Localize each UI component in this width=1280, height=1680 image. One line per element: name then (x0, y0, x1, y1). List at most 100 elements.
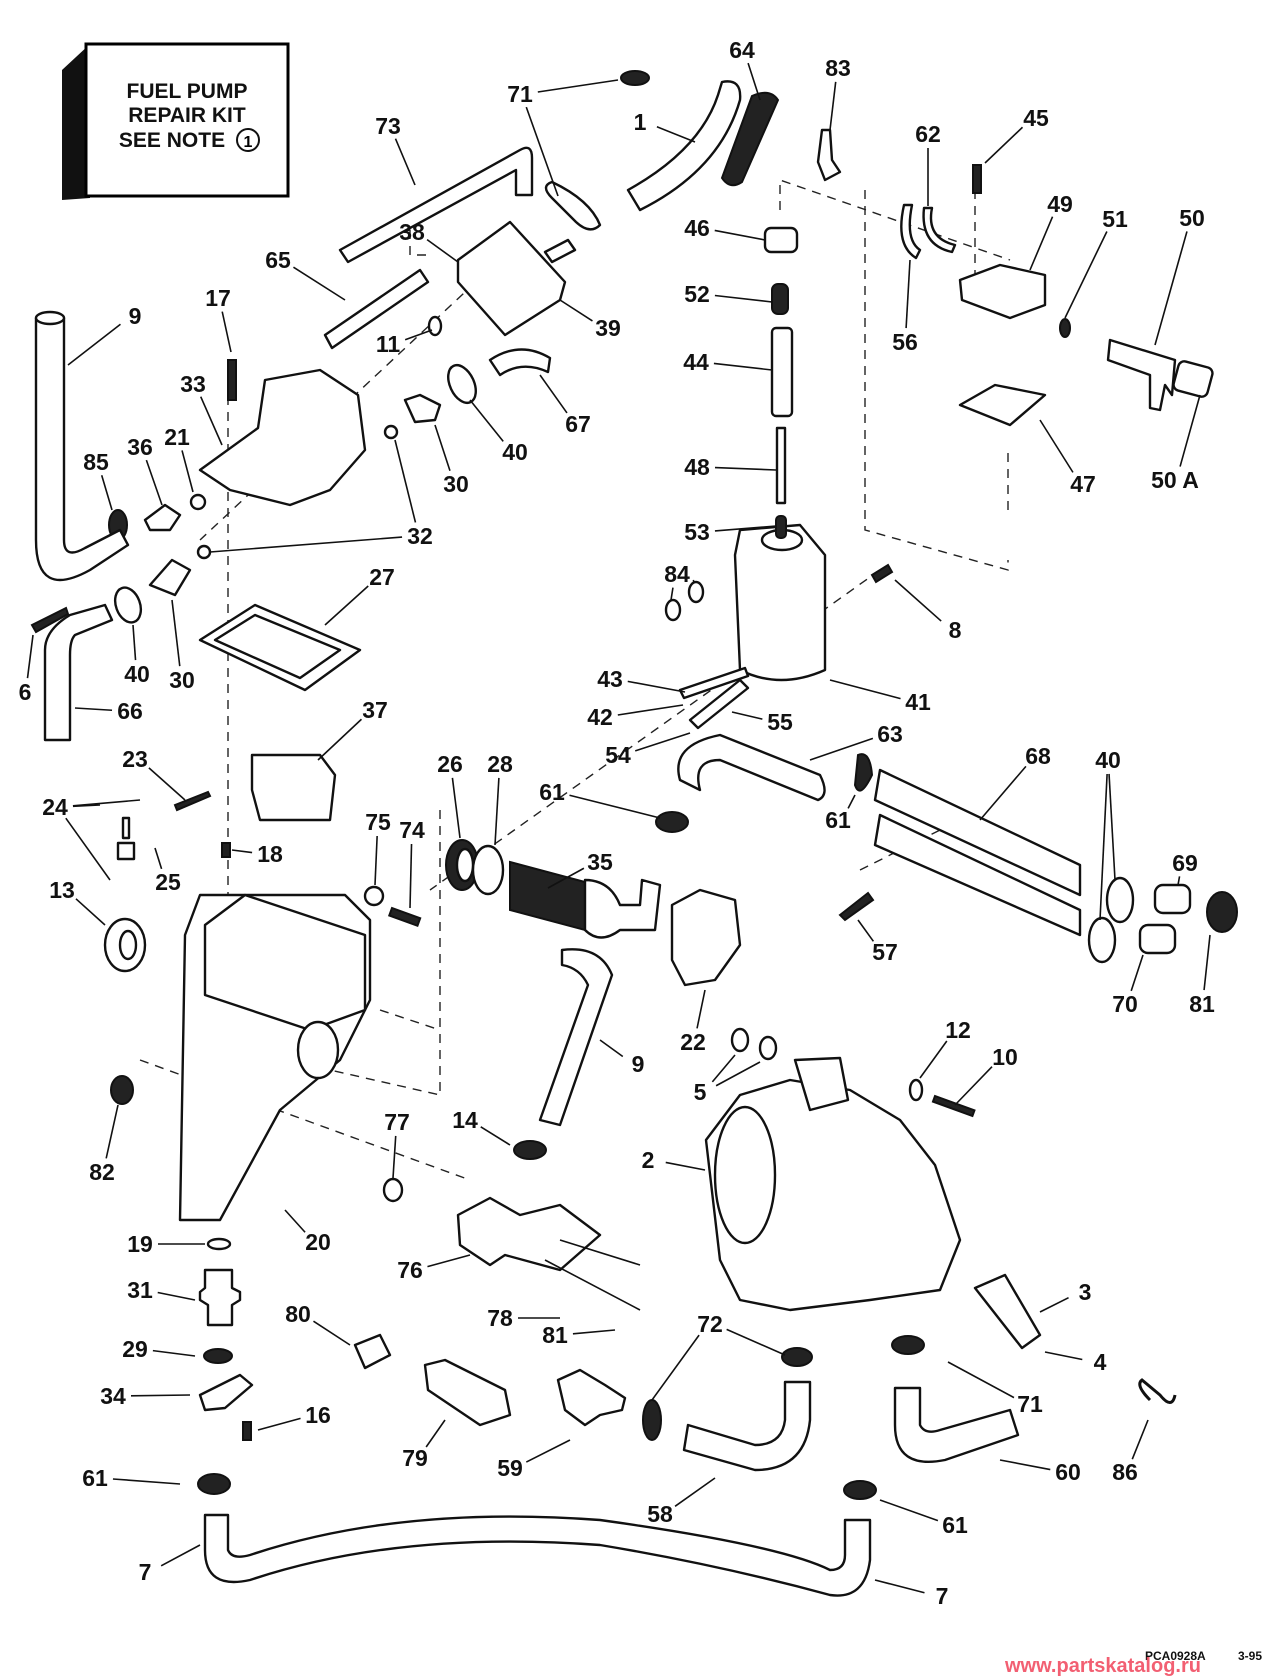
housing-20-port (296, 1020, 340, 1080)
part-label-28: 28 (487, 751, 513, 777)
fitting-43 (678, 666, 750, 700)
clamp-72 (781, 1347, 813, 1367)
leader-line-61-mid (569, 794, 661, 819)
leader-line-54 (634, 732, 691, 752)
leader-line-42 (617, 704, 684, 716)
clamp-61 (843, 1480, 877, 1500)
hose-63 (677, 733, 826, 802)
sleeve-70 (1138, 923, 1177, 955)
leader-line-8 (894, 579, 942, 622)
part-label-68: 68 (1025, 743, 1051, 769)
clamp-61 (853, 753, 874, 792)
leader-line-84 (692, 579, 695, 583)
screen-64 (720, 91, 780, 187)
part-label-5: 5 (694, 1079, 707, 1105)
part-label-53: 53 (684, 519, 710, 545)
washer-51 (1059, 318, 1071, 338)
cap-46 (763, 226, 799, 254)
kit-line-3: SEE NOTE (119, 129, 225, 152)
part-label-61-bottom: 61 (942, 1512, 968, 1538)
part-label-65: 65 (265, 247, 291, 273)
filter-35 (509, 860, 586, 932)
leader-line-70 (1130, 954, 1144, 992)
leader-line-66 (74, 707, 113, 712)
part-label-9-left: 9 (129, 303, 142, 329)
part-label-81-bottom: 81 (542, 1322, 568, 1348)
part-label-32: 32 (407, 523, 433, 549)
part-label-81-right: 81 (1189, 991, 1215, 1017)
part-label-69: 69 (1172, 850, 1198, 876)
screw-16 (242, 1421, 252, 1441)
leader-line-49 (1029, 216, 1054, 271)
fitting-55 (688, 678, 750, 730)
leader-line-24 (72, 799, 141, 807)
screw-17 (227, 359, 237, 401)
part-label-34: 34 (100, 1383, 126, 1409)
washer-5 (758, 1035, 778, 1061)
drawing-code: PCA0928A (1145, 1649, 1206, 1663)
leader-line-51 (1064, 231, 1108, 319)
seat-24 (116, 841, 136, 861)
part-label-83: 83 (825, 55, 851, 81)
leader-line-45 (984, 126, 1024, 164)
part-label-41: 41 (905, 689, 931, 715)
leader-line-71-top (537, 79, 619, 93)
part-label-82: 82 (89, 1159, 115, 1185)
part-label-80: 80 (285, 1301, 311, 1327)
leader-line-74 (409, 843, 413, 909)
leader-line-11 (404, 329, 433, 341)
leader-line-39 (559, 299, 593, 322)
part-label-79: 79 (402, 1445, 428, 1471)
leader-line-57 (857, 919, 875, 942)
part-label-45: 45 (1023, 105, 1049, 131)
leader-line-79 (425, 1419, 446, 1448)
part-label-40-top: 40 (502, 439, 528, 465)
part-label-25: 25 (155, 869, 181, 895)
leader-line-46 (714, 229, 766, 241)
part-label-40-left: 40 (124, 661, 150, 687)
leader-line-59 (525, 1439, 571, 1463)
part-label-66: 66 (117, 698, 143, 724)
leader-line-29 (152, 1349, 196, 1357)
part-label-43: 43 (597, 666, 623, 692)
o-ring-84 (664, 598, 682, 622)
needle-25 (121, 816, 131, 840)
leader-line-9-left (67, 323, 121, 366)
drawing-date: 3-95 (1238, 1649, 1262, 1663)
retainer-34 (198, 1373, 254, 1412)
part-label-39: 39 (595, 315, 621, 341)
leader-line-7-left (160, 1544, 201, 1567)
hose-56 (900, 203, 922, 260)
part-label-36: 36 (127, 434, 153, 460)
leader-line-32 (209, 536, 403, 553)
tube-65 (323, 268, 430, 350)
part-label-86: 86 (1112, 1459, 1138, 1485)
part-label-23: 23 (122, 746, 148, 772)
part-label-4: 4 (1094, 1349, 1107, 1375)
part-label-50A: 50 A (1151, 467, 1199, 493)
screw-10 (931, 1094, 976, 1118)
part-label-67: 67 (565, 411, 591, 437)
hose-58 (682, 1380, 812, 1472)
pin-23 (173, 790, 212, 812)
leader-line-58 (674, 1477, 716, 1507)
clamp-14 (513, 1140, 547, 1160)
leader-line-65 (293, 266, 346, 301)
o-ring-29 (203, 1348, 233, 1364)
part-label-9-mid: 9 (632, 1051, 645, 1077)
hose-9-end (34, 310, 66, 326)
leader-line-35 (547, 867, 585, 889)
sensor-76-wire (544, 1259, 641, 1311)
kit-box-front (84, 42, 290, 198)
screw-8 (870, 563, 894, 584)
part-label-31: 31 (127, 1277, 153, 1303)
assembly-line (139, 1059, 471, 1181)
part-label-22: 22 (680, 1029, 706, 1055)
part-label-47: 47 (1070, 471, 1096, 497)
leader-line-71-top (525, 106, 559, 197)
leader-line-72 (651, 1334, 700, 1401)
part-label-49: 49 (1047, 191, 1073, 217)
part-label-77: 77 (384, 1109, 410, 1135)
leader-line-31 (157, 1291, 196, 1301)
